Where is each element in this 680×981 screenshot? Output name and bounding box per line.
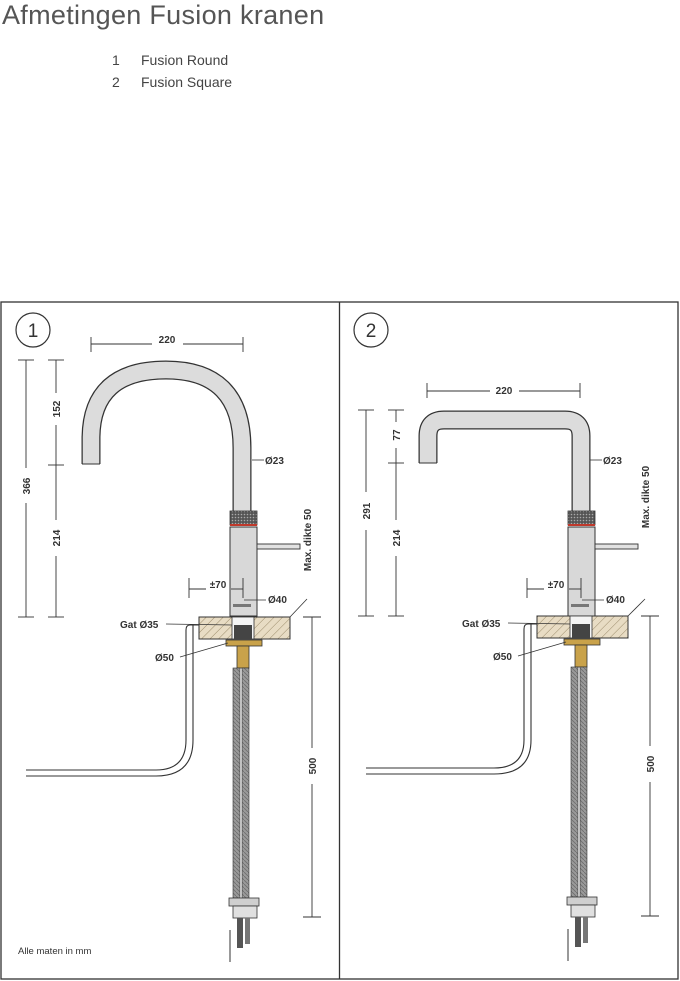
tap-body: [229, 526, 258, 617]
panel-number: 1: [28, 321, 39, 342]
water-pipe-inner: [366, 623, 534, 775]
hose-connector: [228, 897, 260, 907]
red-ring: [230, 524, 257, 526]
spout-outline: [418, 410, 591, 512]
spout-height-label: 152: [52, 400, 63, 417]
hole-label: Gat Ø35: [120, 620, 159, 631]
body-height-label: 214: [392, 529, 403, 546]
water-pipe: [26, 624, 199, 771]
total-height-label: 291: [362, 502, 373, 519]
total-height-label: 366: [22, 477, 33, 494]
offset-dimension: [526, 578, 582, 598]
hose-connector: [566, 896, 598, 906]
legend-item: 1 Fusion Round: [112, 52, 232, 74]
legend-label: Fusion Round: [141, 52, 229, 68]
tap-handle: [594, 543, 639, 550]
spout-diameter-label: Ø23: [265, 456, 284, 467]
footnote: Alle maten in mm: [18, 946, 91, 957]
legend-number: 2: [112, 74, 120, 90]
hose-length-dimension: [641, 615, 659, 917]
body-height-label: 214: [52, 529, 63, 546]
height-dimensions: [358, 409, 404, 617]
page-title: Afmetingen Fusion kranen: [2, 0, 325, 30]
legend-number: 1: [112, 52, 120, 68]
spout: [82, 361, 251, 512]
hose-right: [579, 666, 588, 898]
hose-left: [232, 667, 241, 899]
offset-label: ±70: [210, 580, 227, 591]
panel-number-badge: [353, 312, 389, 348]
legend-label: Fusion Square: [141, 74, 233, 90]
flange-label: Ø50: [493, 652, 512, 663]
spout: [419, 411, 590, 512]
panel-number: 2: [366, 321, 377, 342]
knurled-ring: [229, 510, 258, 526]
tap-handle: [256, 543, 301, 550]
brass-thread: [236, 645, 250, 669]
legend-item: 2 Fusion Square: [112, 74, 232, 96]
water-pipe: [366, 623, 537, 769]
hose-fitting: [570, 904, 596, 918]
brass-flange: [225, 639, 263, 647]
offset-label: ±70: [548, 580, 565, 591]
height-dimensions: [18, 359, 64, 618]
legend: 1 Fusion Round 2 Fusion Square: [112, 52, 232, 96]
hose-length-label: 500: [646, 755, 657, 772]
max-thickness-label: Max. dikte 50: [303, 508, 314, 571]
hose-length-dimension: [303, 616, 321, 918]
reach-label: 220: [159, 335, 176, 346]
knurled-ring: [567, 510, 596, 526]
red-ring: [568, 524, 595, 526]
hose-left: [570, 666, 579, 898]
reach-label: 220: [496, 386, 513, 397]
body-diameter-label: Ø40: [606, 595, 625, 606]
offset-dimension: [188, 578, 244, 598]
reach-dimension: [426, 383, 581, 398]
panel-fusion-round: 1 220 366 152 214: [15, 312, 321, 962]
mounting-sleeve: [572, 624, 590, 638]
panel-fusion-square: 2 220 291 77 214: [353, 312, 659, 961]
spout-diameter-label: Ø23: [603, 456, 622, 467]
reach-dimension: [90, 337, 244, 352]
brass-thread: [574, 644, 588, 668]
hole-label: Gat Ø35: [462, 619, 501, 630]
flange-label: Ø50: [155, 653, 174, 664]
hose-tail-b: [245, 918, 250, 944]
brand-plate: [571, 604, 589, 607]
max-thickness-label: Max. dikte 50: [641, 465, 652, 528]
brass-flange: [563, 638, 601, 646]
mounting-sleeve: [234, 625, 252, 639]
hose-tail-b: [583, 917, 588, 943]
tap-body: [567, 526, 596, 617]
water-pipe-inner: [26, 624, 196, 777]
hose-tail-a: [575, 917, 581, 947]
spout-height-label: 77: [392, 429, 403, 441]
hose-tail-a: [237, 918, 243, 948]
panel-number-badge: [15, 312, 51, 348]
body-diameter-label: Ø40: [268, 595, 287, 606]
hose-fitting: [232, 905, 258, 919]
brand-plate: [233, 604, 251, 607]
hose-length-label: 500: [308, 757, 319, 774]
hose-right: [241, 667, 250, 899]
